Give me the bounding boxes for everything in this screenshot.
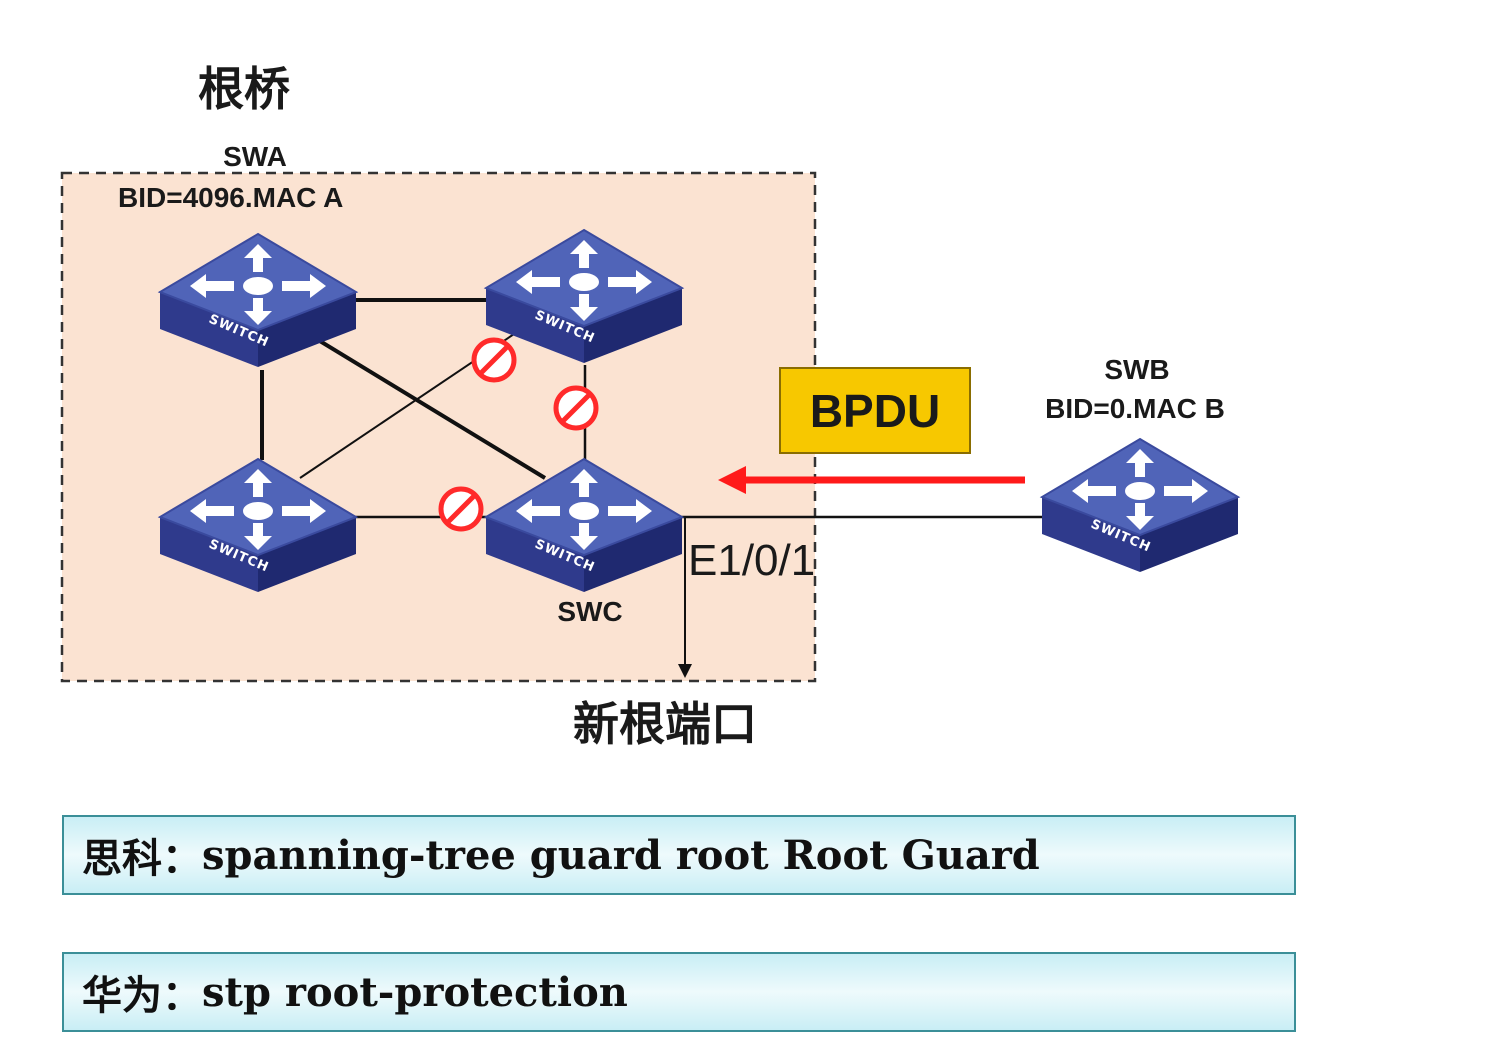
swc-name: SWC [557,596,622,627]
cisco-command-box: 思科 ： spanning-tree guard root Root Guard [62,815,1296,895]
huawei-separator: ： [162,973,202,1019]
stp-root-guard-diagram: SWITCH BPD [60,62,1239,751]
new-root-port-label: 新根端口 [573,697,757,751]
swc-port-label: E1/0/1 [688,536,815,585]
huawei-command: stp root-protection [202,968,628,1016]
huawei-command-box: 华为 ： stp root-protection [62,952,1296,1032]
swb-bid: BID=0.MAC B [1045,393,1225,424]
bpdu-label: BPDU [810,385,940,437]
root-port-pointer-head [678,664,692,678]
cisco-vendor: 思科 [82,836,162,882]
blocked-port-icons [438,337,599,532]
swa-name: SWA [223,141,287,172]
bpdu-arrow-head [718,466,746,494]
link-swa-swc [308,333,547,480]
root-bridge-title: 根桥 [198,62,290,116]
blocked-port-icon [438,486,484,532]
switch-swb-icon [1041,438,1239,573]
swa-bid: BID=4096.MAC A [118,182,343,213]
blocked-port-icon [553,385,599,431]
blocked-port-icon [471,337,517,383]
huawei-vendor: 华为 [82,973,162,1019]
swb-name: SWB [1104,354,1169,385]
root-bridge-domain [60,171,817,683]
bpdu-box [779,367,971,454]
cisco-separator: ： [162,836,202,882]
cisco-command: spanning-tree guard root Root Guard [202,831,1040,879]
